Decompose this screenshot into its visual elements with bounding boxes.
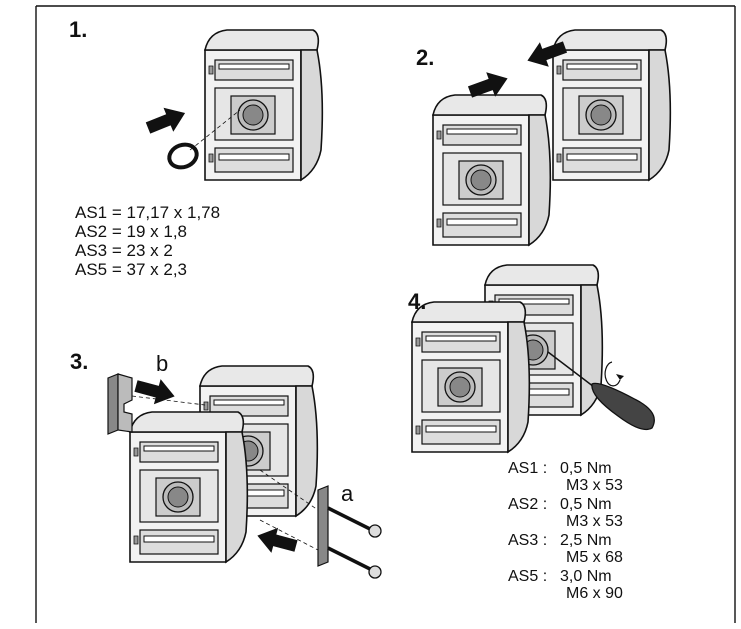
step1-arrow xyxy=(143,100,190,141)
torque-value: 2,5 Nm xyxy=(560,532,612,549)
torque-model: AS1 : xyxy=(508,460,548,477)
step-2-label: 2. xyxy=(416,45,435,70)
oring-size-as1: AS1 = 17,17 x 1,78 xyxy=(75,203,221,222)
step1-block xyxy=(204,29,324,181)
torque-model: AS5 : xyxy=(508,568,548,585)
step-1-label: 1. xyxy=(69,17,88,42)
torque-screw: M6 x 90 xyxy=(566,585,623,602)
step-4-label: 4. xyxy=(408,289,427,314)
oring-size-as5: AS5 = 37 x 2,3 xyxy=(75,260,187,279)
torque-value: 3,0 Nm xyxy=(560,568,612,585)
torque-value: 0,5 Nm xyxy=(560,496,612,513)
torque-model: AS2 : xyxy=(508,496,548,513)
oring-size-as3: AS3 = 23 x 2 xyxy=(75,241,173,260)
step2-block-left xyxy=(432,94,552,246)
step-3-label: 3. xyxy=(70,349,89,374)
clip-b xyxy=(107,373,119,435)
step3-arrow-a xyxy=(253,523,300,559)
step2-block-right xyxy=(552,29,672,181)
torque-row-as3: AS3 : 2,5 Nm M5 x 68 xyxy=(508,533,698,569)
rotation-arrow-icon xyxy=(604,361,621,387)
torque-row-as2: AS2 : 0,5 Nm M3 x 53 xyxy=(508,497,698,533)
label-b: b xyxy=(156,351,169,376)
step3-arrow-b xyxy=(132,373,179,409)
label-a: a xyxy=(341,481,354,506)
oring-size-as2: AS2 = 19 x 1,8 xyxy=(75,222,187,241)
step3-block-front xyxy=(129,411,249,563)
torque-screw: M3 x 53 xyxy=(566,477,623,494)
torque-row-as1: AS1 : 0,5 Nm M3 x 53 xyxy=(508,461,698,497)
step4-block-front xyxy=(411,301,531,453)
screwdriver xyxy=(591,382,655,431)
torque-row-as5: AS5 : 3,0 Nm M6 x 90 xyxy=(508,569,698,605)
oring xyxy=(167,142,199,170)
torque-screw: M5 x 68 xyxy=(566,549,623,566)
torque-table: AS1 : 0,5 Nm M3 x 53 AS2 : 0,5 Nm M3 x 5… xyxy=(508,461,698,605)
torque-value: 0,5 Nm xyxy=(560,460,612,477)
torque-model: AS3 : xyxy=(508,532,548,549)
oring-size-list: AS1 = 17,17 x 1,78 AS2 = 19 x 1,8 AS3 = … xyxy=(75,203,220,279)
torque-screw: M3 x 53 xyxy=(566,513,623,530)
clip-a xyxy=(317,485,329,567)
